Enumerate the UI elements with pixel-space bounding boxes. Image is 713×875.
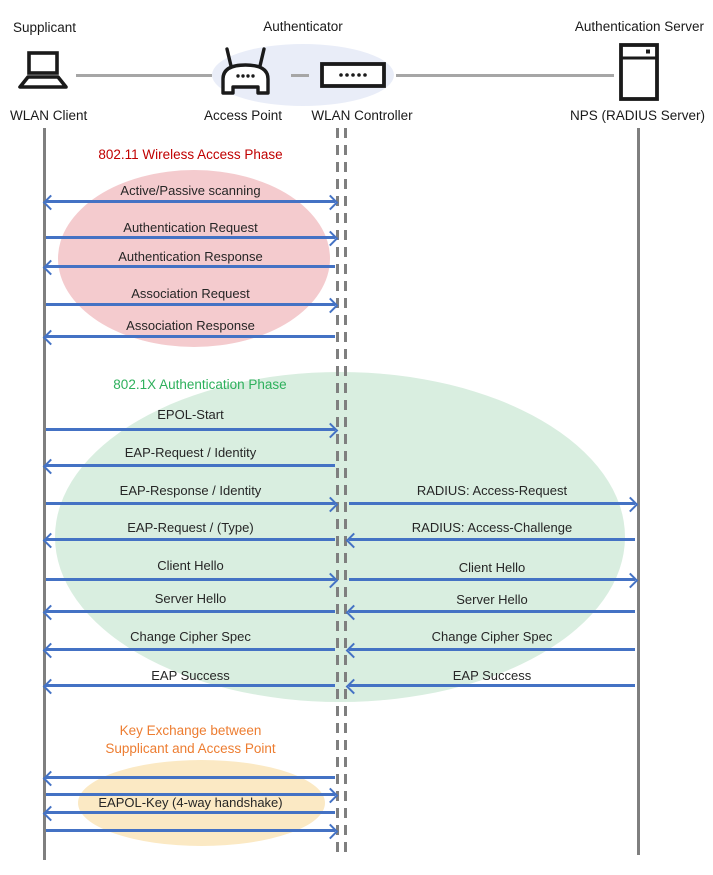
wlan-controller-icon bbox=[320, 62, 386, 88]
message-label: Change Cipher Spec bbox=[130, 629, 251, 644]
arrowhead-right-icon bbox=[322, 297, 339, 314]
node-label-wlan-controller: WLAN Controller bbox=[311, 108, 413, 123]
arrowhead-left-icon bbox=[42, 532, 59, 549]
arrowhead-right-icon bbox=[622, 496, 639, 513]
message-label: EAP Success bbox=[452, 668, 532, 683]
handshake-arrow-2-right bbox=[45, 787, 339, 804]
arrowhead-left-icon bbox=[345, 642, 362, 659]
lifeline-wlan-controller-dashed-2 bbox=[344, 128, 347, 855]
message-label: Association Request bbox=[131, 286, 250, 301]
laptop-icon bbox=[18, 51, 68, 89]
arrowhead-left-icon bbox=[42, 259, 59, 276]
connector-client-to-ap bbox=[76, 74, 212, 77]
message-arrow-left bbox=[345, 678, 636, 695]
message-arrow-right bbox=[45, 572, 339, 589]
message-arrow-left bbox=[42, 604, 336, 621]
message-arrow-right bbox=[348, 496, 639, 513]
arrowhead-left-icon bbox=[42, 329, 59, 346]
phase-title-dot1x-authentication: 802.1X Authentication Phase bbox=[113, 377, 287, 392]
message-arrow-left bbox=[42, 259, 336, 276]
message-arrow-left bbox=[42, 329, 336, 346]
arrowhead-left-icon bbox=[42, 458, 59, 475]
role-label-authenticator: Authenticator bbox=[263, 19, 343, 34]
arrowhead-left-icon bbox=[42, 678, 59, 695]
message-arrow-right bbox=[348, 572, 639, 589]
arrowhead-left-icon bbox=[345, 604, 362, 621]
handshake-arrow-4-right bbox=[45, 823, 339, 840]
phase-title-key-exchange: Key Exchange between Supplicant and Acce… bbox=[45, 722, 336, 758]
message-arrow-left bbox=[345, 604, 636, 621]
phase-title-key-exchange-line2: Supplicant and Access Point bbox=[105, 741, 276, 756]
arrowhead-left-icon bbox=[345, 532, 362, 549]
access-point-icon bbox=[221, 47, 270, 95]
message-arrow-right bbox=[45, 297, 339, 314]
message-label: Server Hello bbox=[154, 591, 227, 606]
message-label: Change Cipher Spec bbox=[431, 629, 553, 644]
message-label: EAP-Response / Identity bbox=[119, 483, 262, 498]
message-arrow-left bbox=[345, 642, 636, 659]
lifeline-wlan-controller-dashed-1 bbox=[336, 128, 339, 855]
arrowhead-left-icon bbox=[42, 194, 59, 211]
message-arrow-left bbox=[42, 678, 336, 695]
handshake-arrow-3-left bbox=[42, 805, 336, 822]
message-label: EAP-Request / Identity bbox=[124, 445, 257, 460]
message-label: Active/Passive scanning bbox=[120, 183, 261, 198]
wireless-access-phase-ellipse bbox=[58, 170, 330, 347]
message-label: EAP-Request / (Type) bbox=[127, 520, 254, 535]
role-label-supplicant: Supplicant bbox=[13, 20, 77, 35]
message-arrow-left bbox=[42, 458, 336, 475]
message-arrow-right bbox=[45, 230, 339, 247]
message-label: EPOL-Start bbox=[157, 407, 224, 422]
message-label: RADIUS: Access-Request bbox=[416, 483, 568, 498]
arrowhead-right-icon bbox=[622, 572, 639, 589]
message-arrow-right bbox=[45, 496, 339, 513]
arrowhead-left-icon bbox=[42, 642, 59, 659]
handshake-arrow-1-left bbox=[42, 770, 336, 787]
message-label: Client Hello bbox=[458, 560, 526, 575]
message-label: EAP Success bbox=[151, 668, 230, 683]
phase-title-key-exchange-line1: Key Exchange between bbox=[119, 723, 262, 738]
node-label-nps-radius-server: NPS (RADIUS Server) bbox=[569, 108, 705, 123]
message-arrow-right bbox=[45, 422, 339, 439]
message-label: Association Response bbox=[126, 318, 255, 333]
arrowhead-right-icon bbox=[322, 422, 339, 439]
node-label-wlan-client: WLAN Client bbox=[10, 108, 88, 123]
role-label-authentication-server: Authentication Server bbox=[574, 19, 704, 34]
message-label: EAPOL-Key (4-way handshake) bbox=[98, 795, 283, 810]
phase-title-wireless-access: 802.11 Wireless Access Phase bbox=[98, 147, 283, 162]
arrowhead-left-icon bbox=[42, 770, 59, 787]
connector-controller-to-server bbox=[396, 74, 614, 77]
arrowhead-left-icon bbox=[42, 604, 59, 621]
message-arrow-left bbox=[345, 532, 636, 549]
connector-ap-to-controller bbox=[291, 74, 309, 77]
lifeline-wlan-client bbox=[43, 128, 46, 860]
arrowhead-right-icon bbox=[322, 194, 339, 211]
lifeline-radius-server bbox=[637, 128, 640, 855]
arrowhead-right-icon bbox=[322, 230, 339, 247]
arrowhead-left-icon bbox=[345, 678, 362, 695]
message-label: Authentication Response bbox=[118, 249, 263, 264]
server-icon bbox=[619, 43, 659, 101]
message-label: Authentication Request bbox=[123, 220, 258, 235]
message-label: Client Hello bbox=[157, 558, 224, 573]
arrowhead-right-icon bbox=[322, 572, 339, 589]
arrowhead-right-icon bbox=[322, 496, 339, 513]
message-arrow-left bbox=[42, 532, 336, 549]
arrowhead-left-icon bbox=[42, 805, 59, 822]
key-exchange-ellipse bbox=[78, 760, 325, 846]
message-label: Server Hello bbox=[456, 592, 528, 607]
message-arrow-left bbox=[42, 642, 336, 659]
message-label: RADIUS: Access-Challenge bbox=[411, 520, 573, 535]
dot1x-authentication-phase-ellipse bbox=[55, 372, 625, 702]
message-arrow-bidirectional bbox=[42, 194, 339, 211]
arrowhead-right-icon bbox=[322, 823, 339, 840]
node-label-access-point: Access Point bbox=[203, 108, 283, 123]
